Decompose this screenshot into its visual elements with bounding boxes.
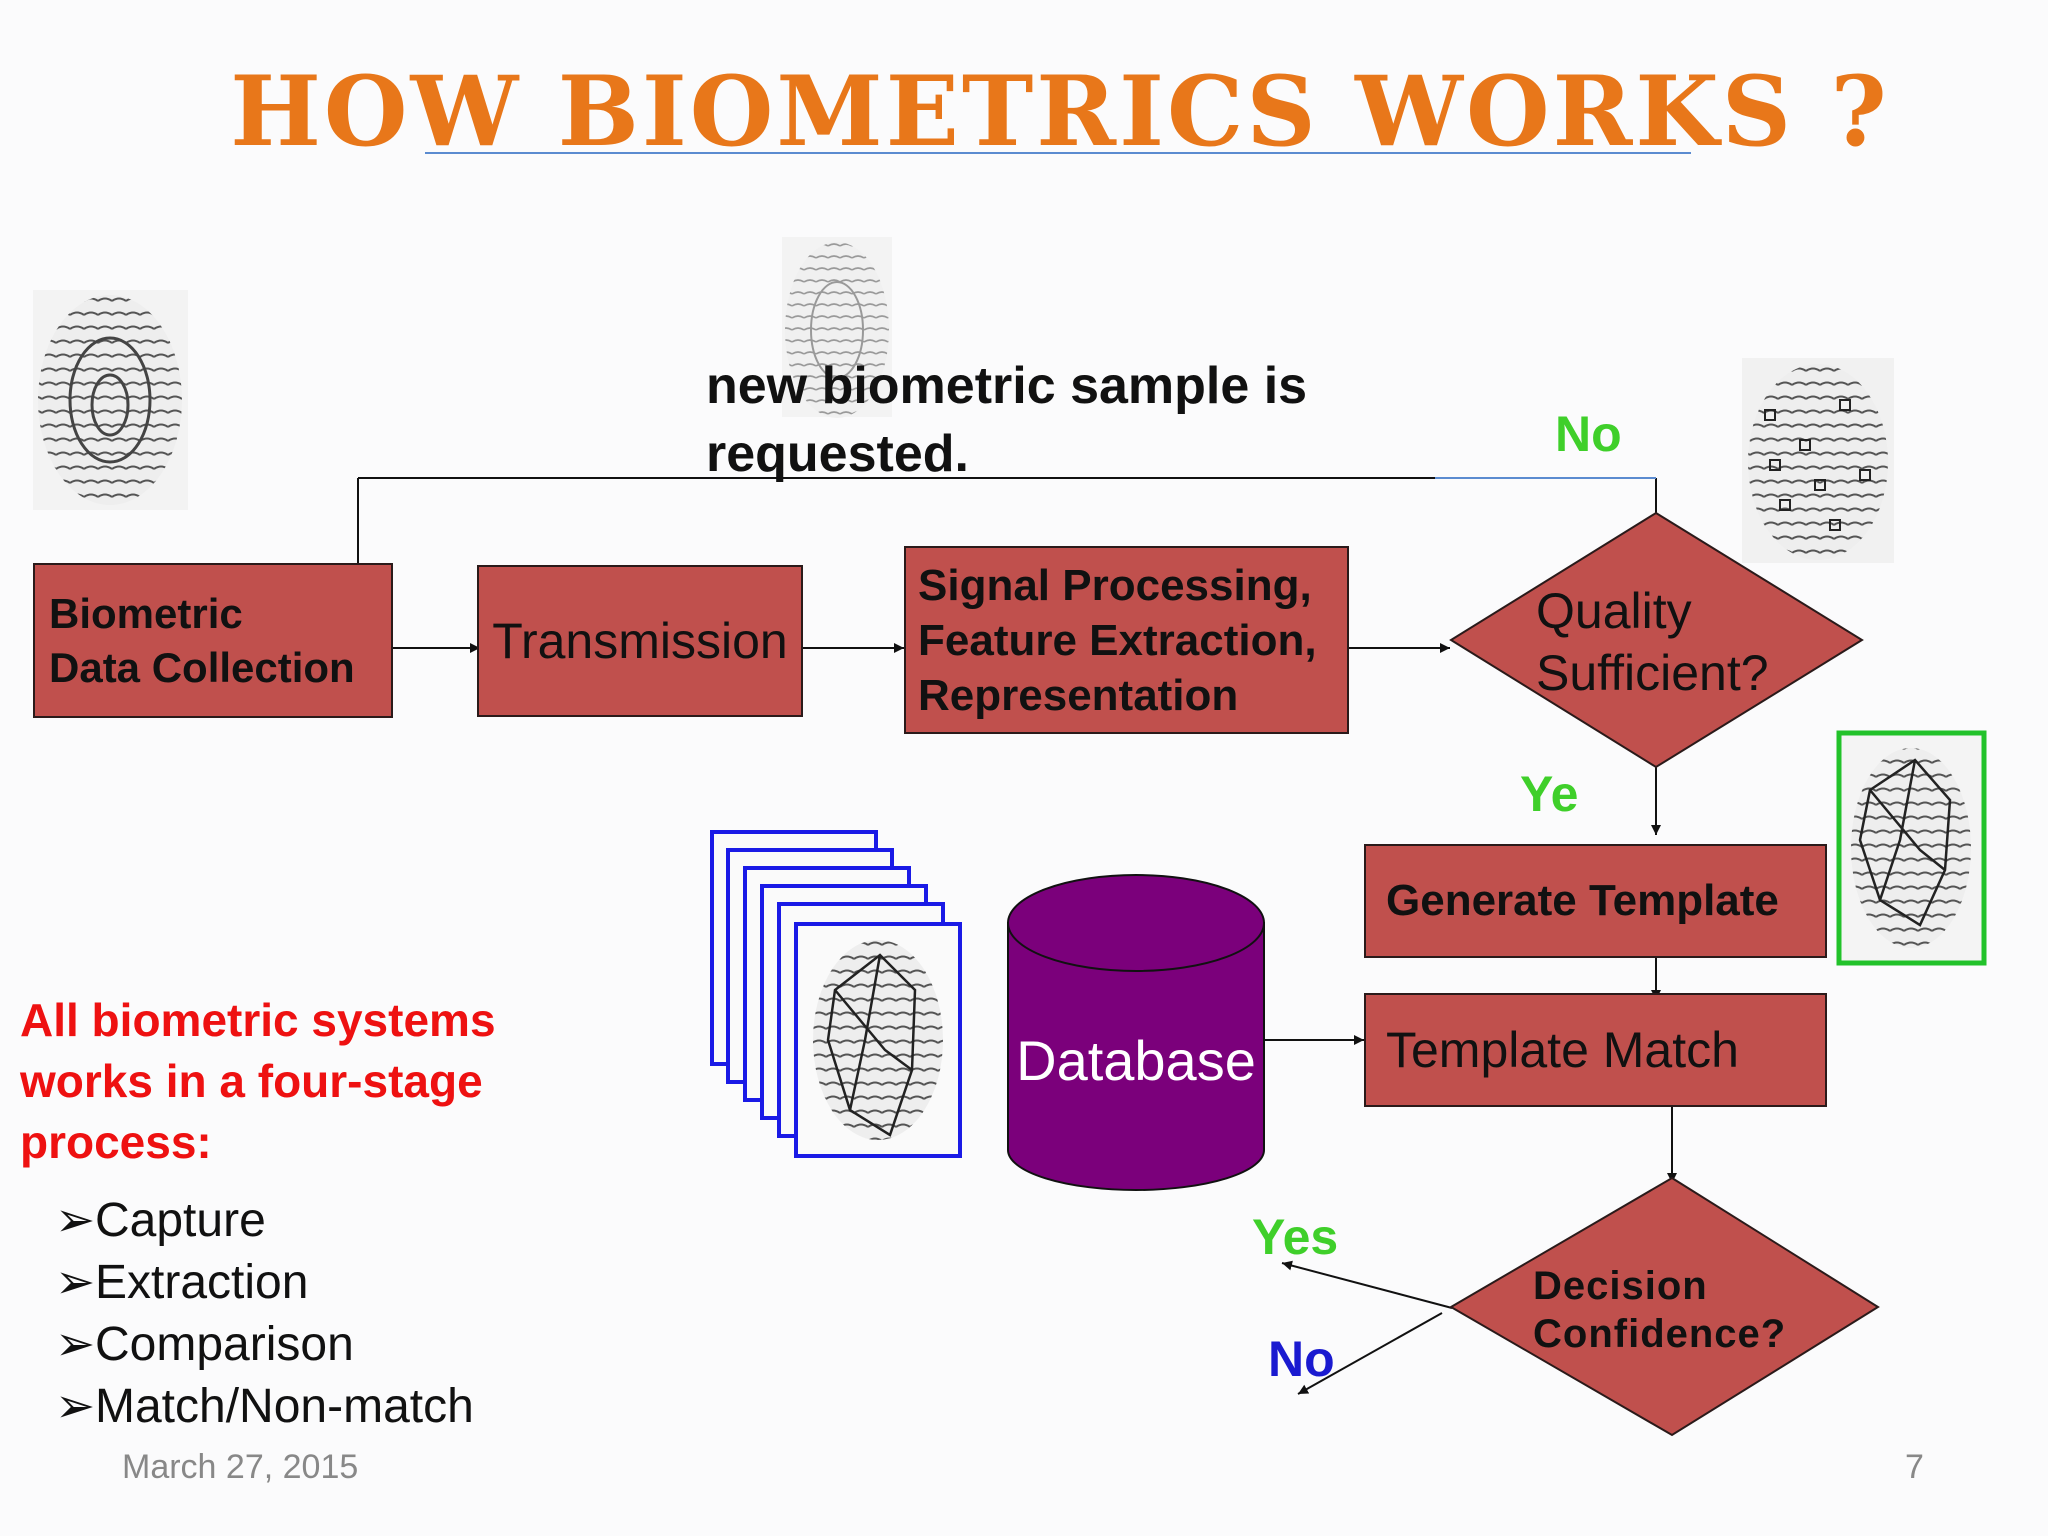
list-item: ➢Capture xyxy=(55,1190,474,1252)
bullet-arrow-icon: ➢ xyxy=(55,1380,96,1433)
template-match-box: Template Match xyxy=(1364,993,1827,1107)
decision-label-line: Confidence? xyxy=(1533,1312,1787,1356)
fingerprint-minutiae-icon xyxy=(1742,358,1894,563)
box-label: Biometric xyxy=(49,589,243,637)
biometric-data-collection-box: Biometric Data Collection xyxy=(33,563,393,718)
page-number: 7 xyxy=(1905,1448,1924,1486)
list-item-label: Capture xyxy=(95,1194,266,1247)
box-label: Signal Processing, xyxy=(918,560,1312,610)
stage-list: ➢Capture ➢Extraction ➢Comparison ➢Match/… xyxy=(55,1190,474,1438)
decision-label-no: No xyxy=(1268,1331,1335,1387)
transmission-box: Transmission xyxy=(477,565,803,717)
feedback-loop-connector xyxy=(353,477,1657,590)
list-item-label: Extraction xyxy=(95,1256,309,1309)
branch-label-yes: Ye xyxy=(1520,766,1579,822)
four-stage-heading: All biometric systems works in a four-st… xyxy=(20,990,496,1173)
signal-processing-box: Signal Processing, Feature Extraction, R… xyxy=(904,546,1349,734)
list-item: ➢Comparison xyxy=(55,1314,474,1376)
database-label: Database xyxy=(1016,1029,1256,1092)
template-card-stack xyxy=(710,830,962,1158)
decision-label-yes: Yes xyxy=(1252,1209,1339,1265)
box-label: Feature Extraction, xyxy=(918,615,1317,665)
box-label: Representation xyxy=(918,670,1239,720)
quality-label-line: Sufficient? xyxy=(1536,645,1769,701)
list-item: ➢Match/Non-match xyxy=(55,1376,474,1438)
heading-line: works in a four-stage xyxy=(20,1055,483,1107)
resample-note: new biometric sample is requested. xyxy=(706,352,1307,488)
bullet-arrow-icon: ➢ xyxy=(55,1318,96,1371)
bullet-arrow-icon: ➢ xyxy=(55,1256,96,1309)
bullet-arrow-icon: ➢ xyxy=(55,1194,96,1247)
decision-diamond xyxy=(1449,1176,1880,1437)
list-item-label: Match/Non-match xyxy=(95,1380,474,1433)
list-item: ➢Extraction xyxy=(55,1252,474,1314)
fingerprint-icon xyxy=(782,237,892,418)
heading-line: process: xyxy=(20,1116,212,1168)
quality-label: Quality Sufficient? xyxy=(1536,580,1769,704)
branch-label-no: No xyxy=(1555,406,1622,462)
arrow-decision-no xyxy=(1297,1312,1443,1395)
box-label: Template Match xyxy=(1386,1022,1739,1078)
generate-template-box: Generate Template xyxy=(1364,844,1827,958)
box-label: Data Collection xyxy=(49,643,355,691)
heading-line: All biometric systems xyxy=(20,994,496,1046)
database-cylinder xyxy=(1007,874,1265,1191)
title-underline xyxy=(425,152,1691,154)
footer-date: March 27, 2015 xyxy=(122,1448,359,1486)
resample-note-line: new biometric sample is xyxy=(706,357,1308,415)
box-label: Transmission xyxy=(492,613,788,669)
list-item-label: Comparison xyxy=(95,1318,354,1371)
quality-diamond xyxy=(1449,511,1864,769)
quality-label-line: Quality xyxy=(1536,583,1692,639)
fingerprint-icon xyxy=(33,290,188,510)
fingerprint-template-icon xyxy=(1836,730,1987,966)
page-title: HOW BIOMETRICS WORKS ? xyxy=(230,55,1890,168)
box-label: Generate Template xyxy=(1386,876,1779,925)
decision-label-line: Decision xyxy=(1533,1264,1708,1308)
resample-note-line: requested. xyxy=(706,425,969,483)
decision-label: Decision Confidence? xyxy=(1533,1262,1786,1358)
arrow-decision-yes xyxy=(1281,1260,1453,1309)
